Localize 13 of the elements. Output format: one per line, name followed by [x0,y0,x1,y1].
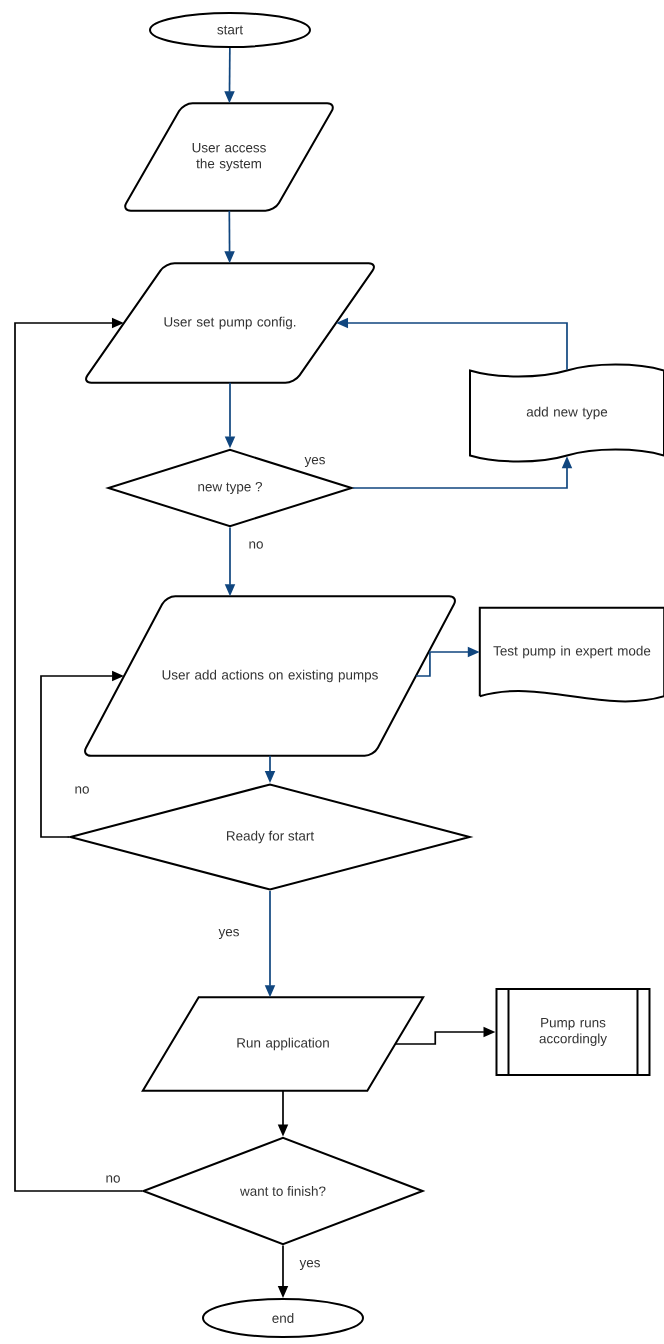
edge-label: yes [303,456,327,468]
subprocess-box: Pump runs accordingly [495,987,651,1077]
input-parallelogram: User access the system [124,102,334,212]
edge-label: no [73,785,91,795]
document-shape: Test pump in expert mode [478,606,664,703]
edge-label: no [247,540,265,550]
terminator-oval: start [149,12,311,48]
input-parallelogram: User set pump config. [85,262,375,384]
edge-label: no [104,1174,122,1184]
arrow [14,317,143,1192]
input-parallelogram: Run application [141,996,425,1092]
input-parallelogram: User add actions on existing pumps [84,595,456,757]
terminator-oval: end [202,1298,364,1338]
